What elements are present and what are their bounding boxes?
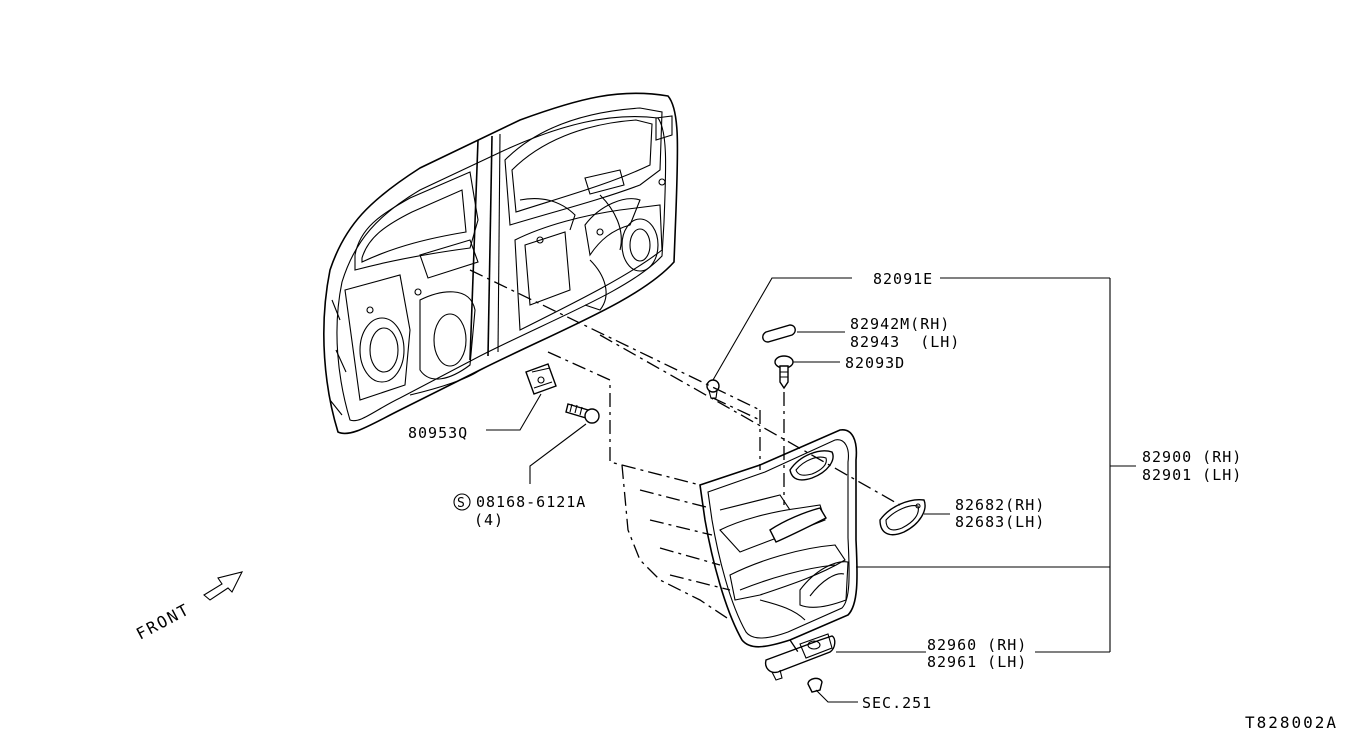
label-80953q: 80953Q [408,424,468,442]
label-82960-rh: 82960 (RH) [927,636,1027,654]
leader-08168 [529,423,587,484]
screw-08168-6121a[interactable] [565,403,600,424]
door-finisher-panel[interactable] [699,429,858,648]
label-82683-lh: 82683(LH) [955,513,1045,531]
arm-rest-82960[interactable] [764,633,836,681]
label-82942m-rh: 82942M(RH) [850,315,950,333]
label-82682-rh: 82682(RH) [955,496,1045,514]
label-82943-lh: 82943 (LH) [850,333,960,351]
bracket-80953q[interactable] [525,363,557,395]
leader-sec-251 [815,689,858,703]
group-bracket [856,278,1136,653]
label-82961-lh: 82961 (LH) [927,653,1027,671]
door-inner-panel [323,92,679,435]
label-screw-qty: (4) [474,511,504,529]
label-82900-rh: 82900 (RH) [1142,448,1242,466]
finisher-ghost-outline [621,410,761,621]
label-screw-group: S 08168-6121A (4) [453,493,586,529]
finisher-sub-82942m[interactable] [762,324,796,343]
clip-sec-251[interactable] [807,677,823,693]
label-sec-251: SEC.251 [862,694,932,712]
label-82091e: 82091E [873,270,933,288]
clip-82093d[interactable] [774,355,794,390]
diagram-id: T828002A [1245,713,1338,732]
label-82093d: 82093D [845,354,905,372]
leader-80953q [486,393,542,431]
screw-symbol: S [457,496,466,511]
handle-escutcheon[interactable] [879,499,926,536]
front-label: FRONT [133,599,193,643]
leader-82091e [712,277,852,381]
label-08168-6121a: 08168-6121A [476,493,586,511]
label-82901-lh: 82901 (LH) [1142,466,1242,484]
assembly-dash-lines [469,269,901,656]
front-direction-indicator: FRONT [133,571,244,644]
